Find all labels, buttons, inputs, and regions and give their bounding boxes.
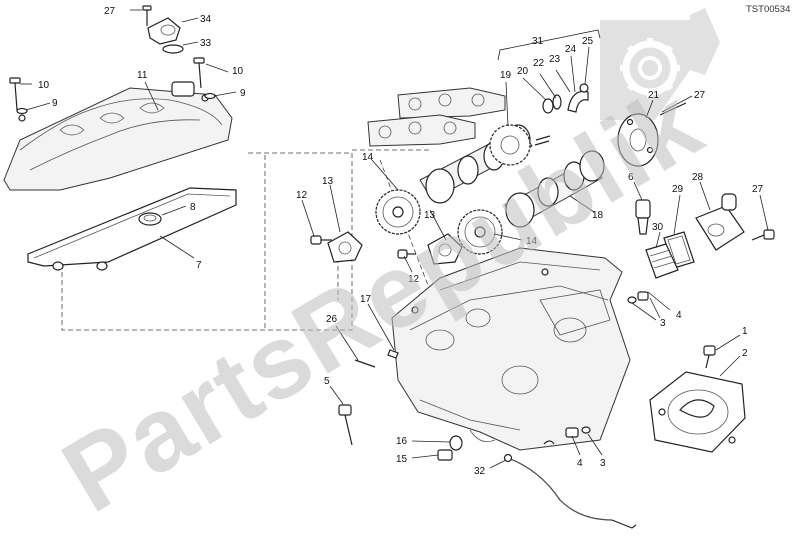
callout-6: 6 — [628, 172, 634, 183]
callout-24: 24 — [565, 44, 577, 55]
callout-8: 8 — [190, 202, 196, 213]
callout-4: 4 — [577, 458, 583, 469]
oil-plug — [437, 435, 463, 461]
bolt-right-outlet — [751, 229, 775, 241]
callout-31: 31 — [532, 36, 544, 47]
callout-3: 3 — [660, 318, 666, 329]
water-outlet — [695, 193, 745, 251]
callout-27: 27 — [104, 6, 116, 17]
bearing-plate-right — [427, 233, 463, 265]
head-bolt — [338, 404, 353, 446]
dowel-pin — [354, 349, 399, 368]
callout-12: 12 — [296, 190, 308, 201]
filter-screen — [645, 243, 679, 279]
valve-cover — [3, 81, 233, 191]
vent-hose — [503, 453, 637, 529]
cylinder-head — [391, 247, 631, 451]
callout-29: 29 — [672, 184, 684, 195]
callout-13: 13 — [322, 176, 334, 187]
callout-10: 10 — [232, 66, 244, 77]
callout-2: 2 — [742, 348, 748, 359]
callout-25: 25 — [582, 36, 594, 47]
callout-3: 3 — [600, 458, 606, 469]
callout-27: 27 — [694, 90, 706, 101]
spark-plug-seal — [138, 212, 162, 226]
drawing-code: TST00534 — [746, 4, 790, 15]
temperature-sensor — [635, 199, 651, 235]
callout-7: 7 — [196, 260, 202, 271]
callout-30: 30 — [652, 222, 664, 233]
valve-cover-gasket — [27, 187, 237, 271]
callout-5: 5 — [324, 376, 330, 387]
callout-21: 21 — [648, 90, 660, 101]
callout-27: 27 — [752, 184, 764, 195]
camshaft-caps — [367, 87, 506, 147]
callout-4: 4 — [676, 310, 682, 321]
callout-9: 9 — [52, 98, 58, 109]
bolt-right — [193, 57, 216, 100]
callout-13: 13 — [424, 210, 436, 221]
timing-gear-left — [375, 189, 421, 235]
flange-bolt — [703, 345, 716, 369]
callout-32: 32 — [474, 466, 486, 477]
callout-23: 23 — [549, 54, 561, 65]
callout-labels: 27 34 33 10 10 9 9 11 8 7 31 19 20 22 23… — [38, 6, 764, 477]
callout-14: 14 — [526, 236, 538, 247]
callout-12: 12 — [408, 274, 420, 285]
breather-fitting — [142, 5, 184, 54]
callout-19: 19 — [500, 70, 512, 81]
callout-9: 9 — [240, 88, 246, 99]
cam-phaser-plate — [617, 102, 687, 167]
callout-18: 18 — [592, 210, 604, 221]
camshaft-exhaust — [504, 150, 605, 228]
bearing-plate-left — [327, 231, 363, 263]
callout-20: 20 — [517, 66, 529, 77]
plug-upper — [627, 291, 649, 304]
brand-gear-logo — [600, 8, 720, 120]
callout-10: 10 — [38, 80, 50, 91]
bolt-left — [9, 77, 28, 115]
callout-22: 22 — [533, 58, 545, 69]
callout-1: 1 — [742, 326, 748, 337]
callout-16: 16 — [396, 436, 408, 447]
callout-33: 33 — [200, 38, 212, 49]
callout-11: 11 — [137, 70, 148, 81]
timing-gear-right — [457, 209, 503, 255]
callout-14: 14 — [362, 152, 374, 163]
callout-34: 34 — [200, 14, 212, 25]
callout-28: 28 — [692, 172, 704, 183]
leader-lines — [20, 9, 769, 469]
tensioner-parts — [534, 83, 589, 146]
intake-flange — [649, 371, 746, 453]
cam-sprocket-large — [489, 124, 531, 166]
callout-26: 26 — [326, 314, 338, 325]
callout-17: 17 — [360, 294, 372, 305]
small-bolts — [310, 235, 416, 259]
callout-15: 15 — [396, 454, 408, 465]
